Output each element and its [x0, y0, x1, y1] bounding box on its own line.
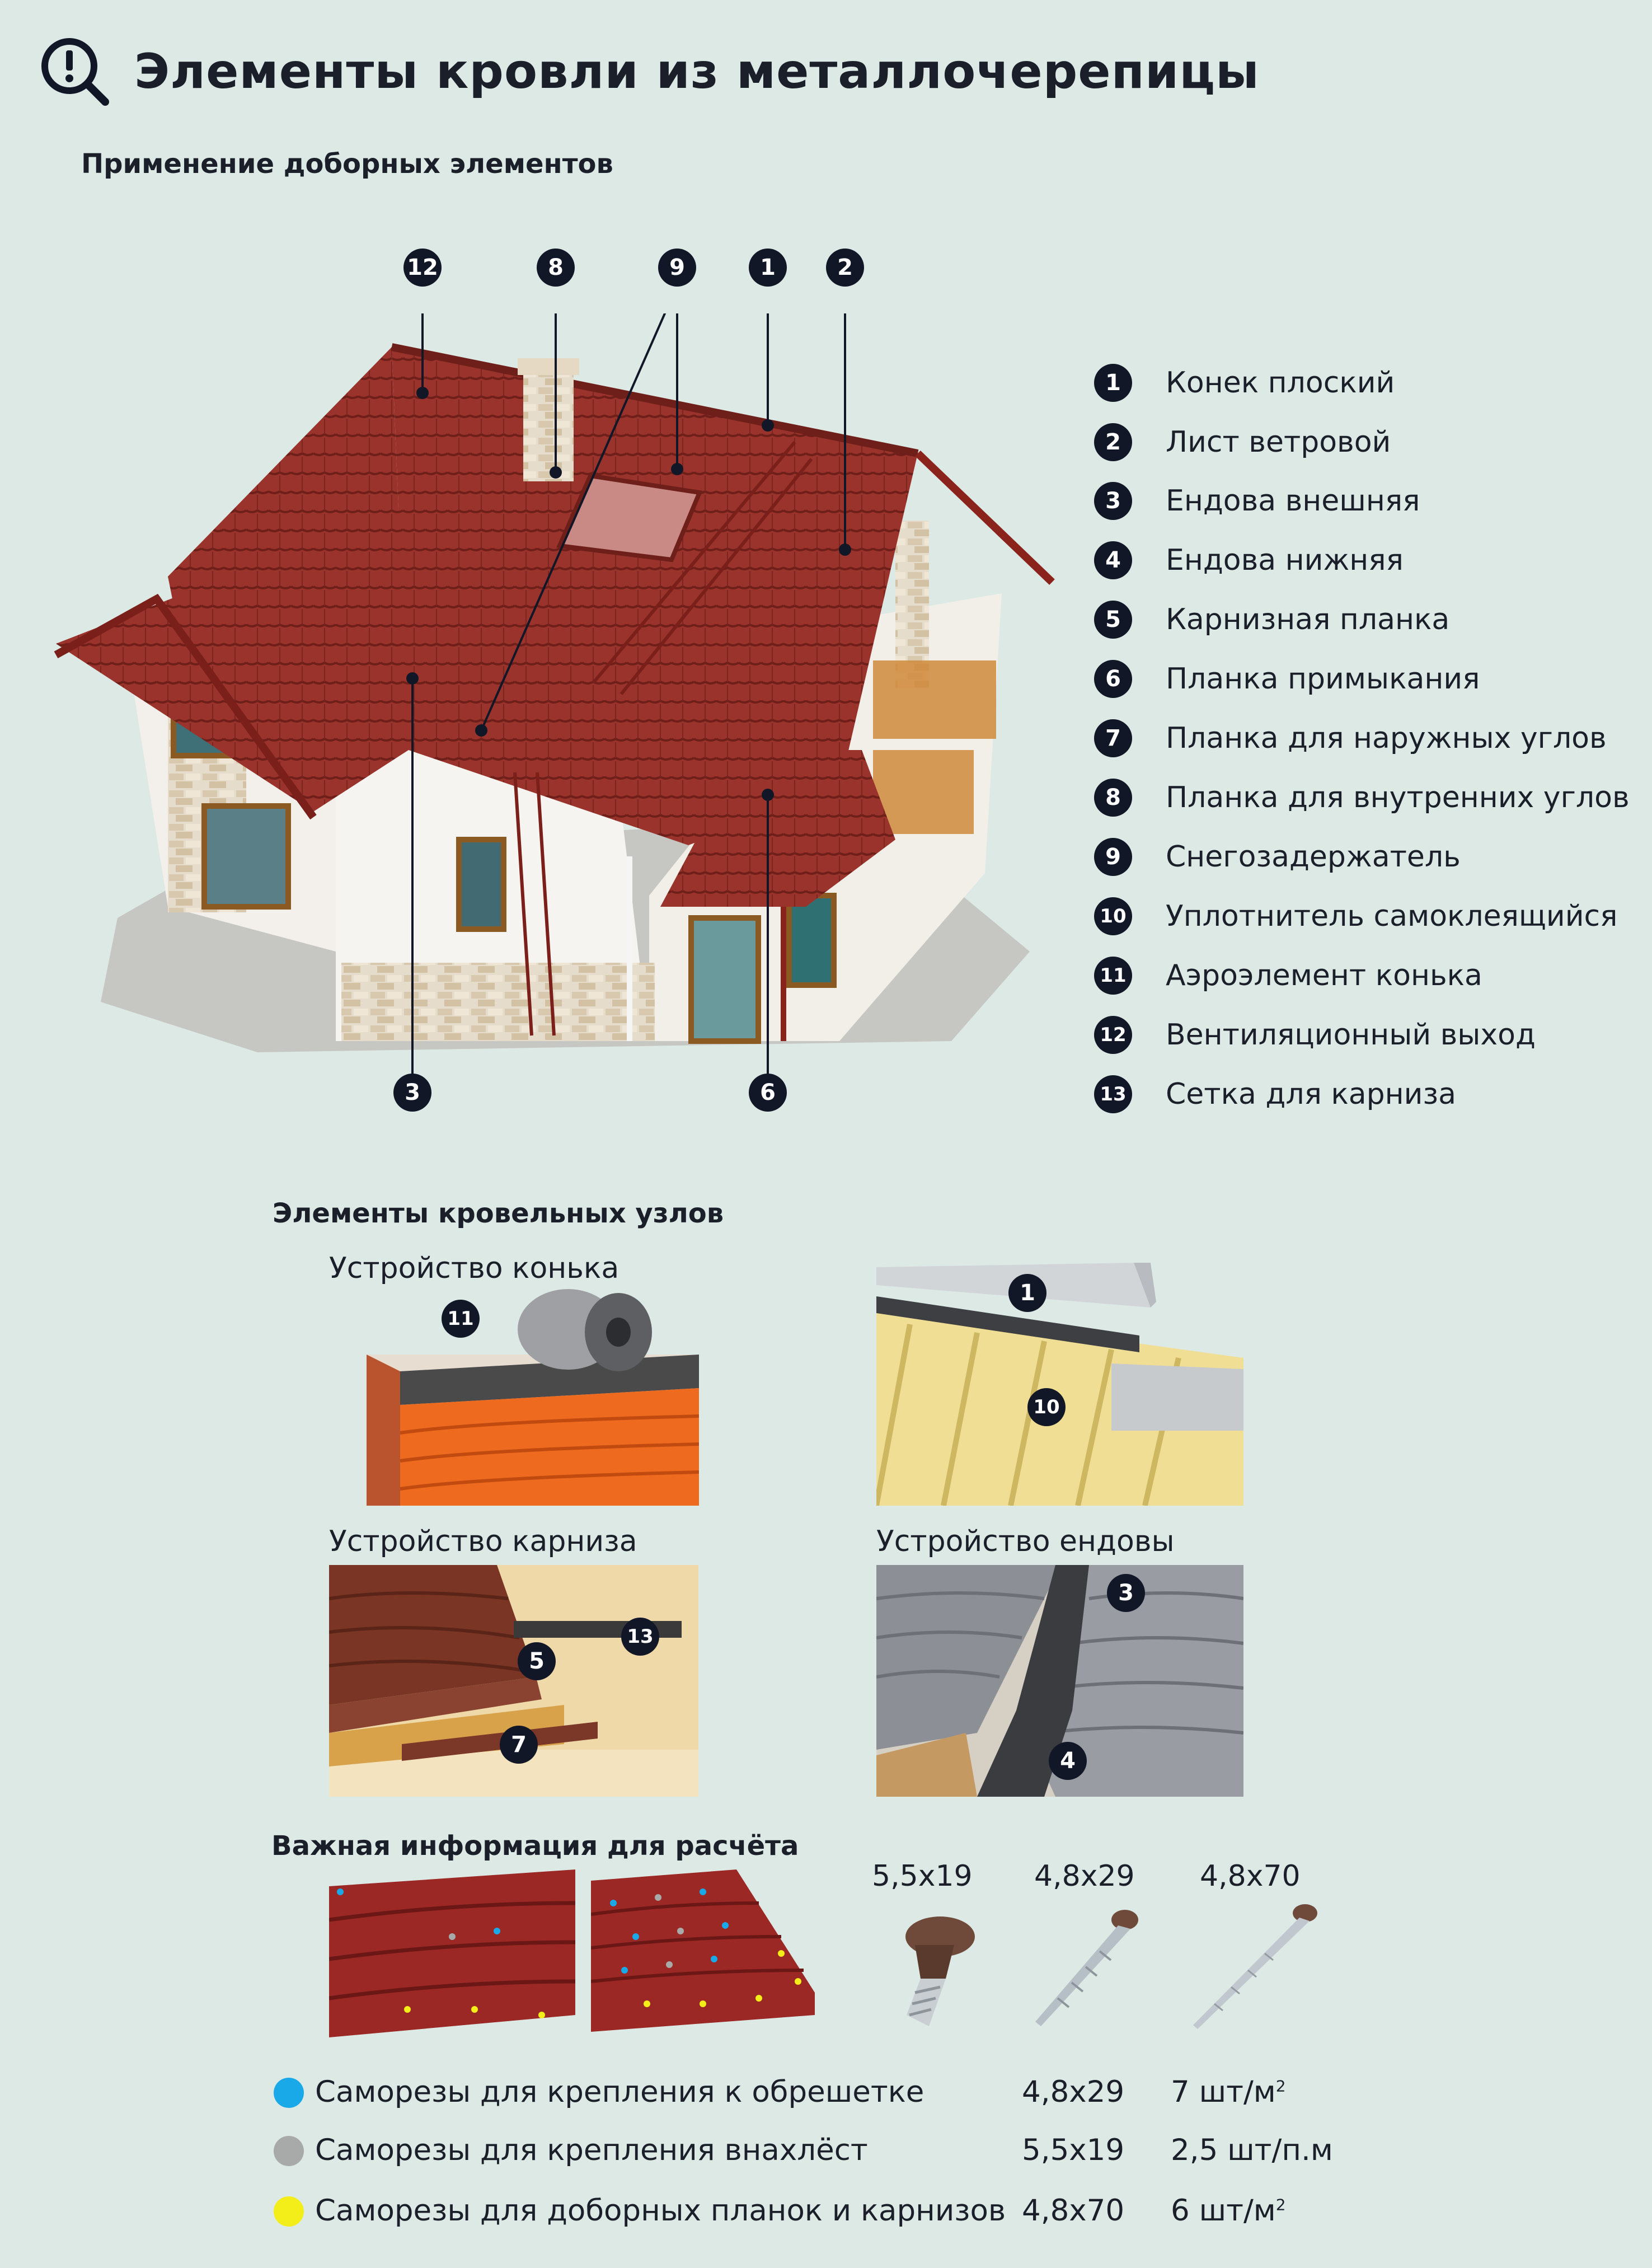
- eave-badge-7: 7: [500, 1726, 538, 1764]
- eave-badge-13: 13: [621, 1618, 659, 1656]
- legend-number: 8: [1094, 779, 1132, 817]
- ridge-detail-image: [876, 1263, 1243, 1506]
- legend-number: 7: [1094, 719, 1132, 757]
- house-badge-8: 8: [537, 249, 575, 287]
- section-calc-heading: Важная информация для расчёта: [271, 1830, 799, 1862]
- ridge-device-image: [367, 1289, 699, 1506]
- legend-item: 4 Ендова нижняя: [1094, 541, 1404, 579]
- legend-label: Лист ветровой: [1166, 425, 1391, 459]
- legend-label: Карнизная планка: [1166, 603, 1450, 636]
- screw-medium-icon: [1035, 1910, 1138, 2026]
- search-exclamation-icon: [41, 38, 109, 106]
- legend-item: 6 Планка примыкания: [1094, 660, 1480, 698]
- fastener-label: Саморезы для крепления к обрешетке: [315, 2075, 924, 2109]
- legend-number: 9: [1094, 838, 1132, 876]
- legend-label: Планка для наружных углов: [1166, 721, 1607, 755]
- yellow-dot-icon: [274, 2196, 304, 2227]
- legend-item: 10 Уплотнитель самоклеящийся: [1094, 897, 1617, 935]
- legend-number: 10: [1094, 897, 1132, 935]
- gray-dot-icon: [274, 2136, 304, 2166]
- legend-label: Сетка для карниза: [1166, 1077, 1456, 1111]
- legend-item: 1 Конек плоский: [1094, 364, 1395, 402]
- legend-number: 13: [1094, 1075, 1132, 1113]
- legend-number: 1: [1094, 364, 1132, 402]
- legend-number: 3: [1094, 482, 1132, 520]
- fastener-size: 4,8x29: [1022, 2075, 1125, 2109]
- roof-sheet-pattern-image: [591, 1869, 815, 2032]
- roof-sheet-overlap-image: [329, 1869, 575, 2037]
- legend-number: 6: [1094, 660, 1132, 698]
- legend-number: 12: [1094, 1016, 1132, 1054]
- section-application-heading: Применение доборных элементов: [81, 148, 613, 180]
- screw-size-label: 4,8x70: [1200, 1859, 1301, 1893]
- fastener-label: Саморезы для крепления внахлёст: [315, 2133, 868, 2167]
- valley-badge-4: 4: [1049, 1742, 1087, 1780]
- valley-device-image: [876, 1565, 1243, 1797]
- fastener-size: 5,5x19: [1022, 2133, 1125, 2167]
- house-badge-9: 9: [658, 249, 696, 287]
- legend-item: 13 Сетка для карниза: [1094, 1075, 1456, 1113]
- legend-item: 8 Планка для внутренних углов: [1094, 779, 1630, 817]
- fastener-label: Саморезы для доборных планок и карнизов: [315, 2194, 1006, 2228]
- legend-label: Аэроэлемент конька: [1166, 959, 1482, 992]
- legend-item: 5 Карнизная планка: [1094, 601, 1449, 639]
- screw-long-icon: [1193, 1904, 1317, 2029]
- legend-label: Уплотнитель самоклеящийся: [1166, 899, 1618, 933]
- house-badge-12: 12: [403, 249, 442, 287]
- page-title: Элементы кровли из металлочерепицы: [134, 44, 1260, 100]
- legend-number: 4: [1094, 541, 1132, 579]
- legend-item: 9 Снегозадержатель: [1094, 838, 1461, 876]
- legend-label: Вентиляционный выход: [1166, 1018, 1536, 1052]
- ridge-caption: Устройство конька: [329, 1252, 620, 1285]
- fastener-qty: 6 шт/м2: [1171, 2194, 1286, 2228]
- screw-size-label: 4,8x29: [1034, 1859, 1135, 1893]
- ridge-badge-10: 10: [1027, 1388, 1066, 1426]
- eave-caption: Устройство карниза: [329, 1525, 637, 1558]
- valley-caption: Устройство ендовы: [876, 1525, 1175, 1558]
- legend-item: 7 Планка для наружных углов: [1094, 719, 1607, 757]
- house-badge-3: 3: [393, 1074, 431, 1112]
- legend-number: 2: [1094, 423, 1132, 461]
- valley-badge-3: 3: [1107, 1574, 1145, 1612]
- legend-item: 2 Лист ветровой: [1094, 423, 1391, 461]
- legend-label: Конек плоский: [1166, 366, 1395, 400]
- ridge-badge-1: 1: [1008, 1274, 1046, 1312]
- legend-item: 11 Аэроэлемент конька: [1094, 957, 1482, 995]
- legend-item: 3 Ендова внешняя: [1094, 482, 1420, 520]
- house-badge-1: 1: [749, 249, 787, 287]
- house-badge-2: 2: [826, 249, 864, 287]
- legend-item: 12 Вентиляционный выход: [1094, 1016, 1536, 1054]
- fastener-size: 4,8x70: [1022, 2194, 1125, 2228]
- legend-label: Ендова внешняя: [1166, 484, 1420, 518]
- legend-label: Планка примыкания: [1166, 662, 1480, 696]
- house-badge-6: 6: [749, 1074, 787, 1112]
- legend-number: 11: [1094, 957, 1132, 995]
- legend-number: 5: [1094, 601, 1132, 639]
- ridge-badge-11: 11: [442, 1300, 480, 1338]
- screw-size-label: 5,5x19: [872, 1859, 973, 1893]
- legend-label: Снегозадержатель: [1166, 840, 1461, 874]
- section-nodes-heading: Элементы кровельных узлов: [273, 1198, 724, 1229]
- fastener-qty: 7 шт/м2: [1171, 2075, 1286, 2109]
- legend-label: Ендова нижняя: [1166, 543, 1404, 577]
- screw-short-icon: [905, 1916, 975, 2026]
- blue-dot-icon: [274, 2078, 304, 2108]
- fastener-qty: 2,5 шт/п.м: [1171, 2133, 1333, 2167]
- eave-badge-5: 5: [518, 1642, 556, 1680]
- legend-label: Планка для внутренних углов: [1166, 781, 1630, 814]
- house-illustration: [54, 313, 1055, 1075]
